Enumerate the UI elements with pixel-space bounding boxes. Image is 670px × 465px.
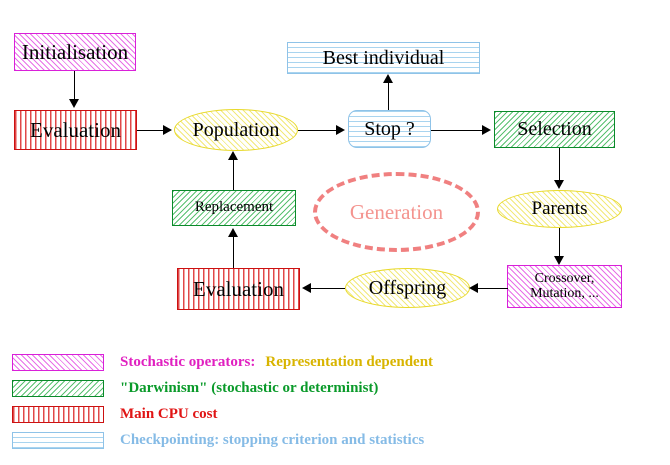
node-crossover-mutation[interactable]: Crossover, Mutation, ... (507, 265, 622, 308)
legend-row-darwinism: "Darwinism" (stochastic or determinist) (0, 376, 670, 400)
legend-row-checkpointing: Checkpointing: stopping criterion and st… (0, 428, 670, 452)
edge-evaluation-population (137, 130, 165, 132)
node-initialisation[interactable]: Initialisation (14, 33, 136, 71)
node-generation-label: Generation (349, 199, 444, 224)
arrowhead-initialisation-evaluation (69, 99, 79, 108)
legend-text-cpu-cost: Main CPU cost (120, 405, 218, 422)
edge-stop-selection (431, 130, 483, 132)
legend-text-checkpointing: Checkpointing: stopping criterion and st… (120, 431, 425, 448)
arrowhead-stop-best-individual (383, 74, 393, 83)
arrowhead-evaluation-replacement (228, 228, 238, 237)
node-best-individual[interactable]: Best individual (287, 42, 480, 74)
node-stop-label: Stop ? (364, 117, 415, 140)
node-evaluation-bottom[interactable]: Evaluation (177, 268, 300, 310)
legend: Stochastic operators: Representation depe… (0, 340, 670, 465)
node-selection[interactable]: Selection (494, 111, 615, 148)
node-evaluation-bottom-label: Evaluation (193, 276, 284, 301)
edge-initialisation-evaluation (74, 71, 76, 101)
node-selection-label: Selection (517, 118, 592, 140)
arrowhead-replacement-population (228, 151, 238, 160)
node-replacement[interactable]: Replacement (172, 190, 296, 226)
edge-parents-crossover (559, 228, 561, 258)
legend-text-stochastic-part2: Representation dependent (265, 353, 434, 370)
arrowhead-parents-crossover (554, 256, 564, 265)
node-crossover-label-line2: Mutation, ... (530, 285, 599, 301)
node-generation-group: Generation (313, 172, 480, 252)
node-crossover-label-line1: Crossover, (534, 270, 595, 286)
node-population[interactable]: Population (174, 109, 298, 151)
legend-swatch-magenta-hatch (12, 353, 104, 371)
edge-evaluation-replacement (233, 236, 235, 268)
edge-replacement-population (233, 160, 235, 190)
node-offspring-label: Offspring (368, 276, 447, 299)
arrowhead-population-stop (336, 124, 345, 135)
legend-text-darwinism: "Darwinism" (stochastic or determinist) (120, 379, 379, 396)
legend-swatch-red-hatch (12, 405, 104, 423)
legend-swatch-blue-hatch (12, 431, 104, 449)
node-replacement-label: Replacement (194, 199, 274, 216)
node-offspring[interactable]: Offspring (345, 268, 470, 308)
arrowhead-selection-parents (554, 180, 564, 189)
node-evaluation-top[interactable]: Evaluation (14, 110, 137, 150)
arrowhead-crossover-offspring (469, 282, 478, 293)
node-parents[interactable]: Parents (497, 190, 622, 228)
arrowhead-offspring-evaluation (302, 282, 311, 293)
edge-selection-parents (559, 148, 561, 182)
legend-swatch-green-hatch (12, 379, 104, 397)
node-best-individual-label: Best individual (322, 46, 445, 69)
edge-stop-best-individual (388, 82, 390, 110)
node-stop[interactable]: Stop ? (348, 110, 431, 148)
legend-row-cpu-cost: Main CPU cost (0, 402, 670, 426)
node-population-label: Population (192, 118, 280, 141)
edge-offspring-evaluation (311, 288, 345, 290)
node-parents-label: Parents (531, 198, 588, 220)
node-evaluation-top-label: Evaluation (30, 117, 121, 142)
arrowhead-evaluation-population (163, 124, 172, 135)
legend-text-stochastic-part1: Stochastic operators: (120, 353, 256, 370)
legend-row-stochastic: Stochastic operators: Representation depe… (0, 350, 670, 374)
legend-text-stochastic: Stochastic operators: Representation depe… (120, 354, 433, 371)
arrowhead-stop-selection (482, 124, 491, 135)
edge-population-stop (298, 130, 338, 132)
edge-crossover-offspring (478, 288, 508, 290)
node-initialisation-label: Initialisation (21, 39, 129, 64)
